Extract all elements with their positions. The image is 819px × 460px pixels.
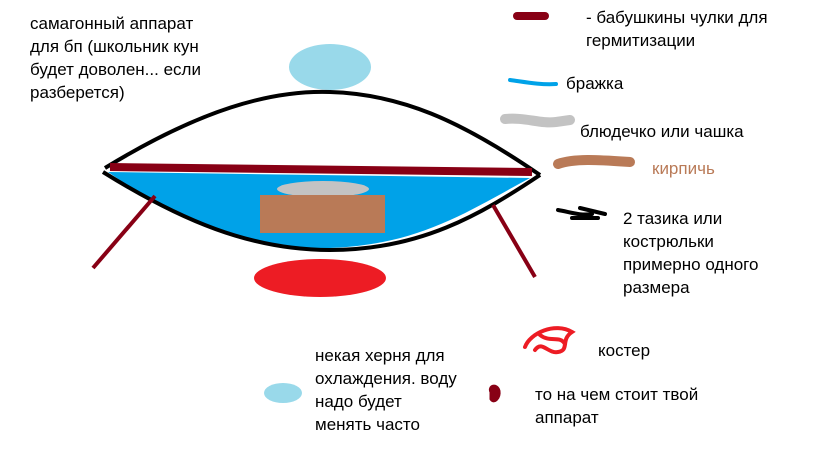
stand-leg-left bbox=[91, 194, 157, 270]
legend-saucer-label: блюдечко или чашка bbox=[580, 122, 744, 141]
legend-fire-label: костер bbox=[598, 341, 651, 360]
saucer-shape bbox=[277, 181, 369, 197]
legend-pots-label: 2 тазика или кострюльки примерно одного … bbox=[623, 209, 759, 297]
cooling-legend-icon bbox=[264, 383, 302, 403]
pots-legend-icon bbox=[556, 206, 607, 220]
brazhka-legend-icon bbox=[508, 78, 558, 87]
upper-pot-shape bbox=[103, 89, 542, 177]
fire-legend-icon bbox=[523, 326, 576, 355]
title-note: самагонный аппарат для бп (школьник кун … bbox=[30, 14, 201, 102]
legend-brazhka-label: бражка bbox=[566, 74, 624, 93]
brick-legend-icon bbox=[553, 155, 635, 169]
saucer-legend-icon bbox=[500, 113, 575, 128]
legend-stand-label: то на чем стоит твой аппарат bbox=[535, 385, 699, 427]
stockings-seal-shape bbox=[109, 163, 533, 176]
lower-pot-shape bbox=[101, 170, 542, 253]
cooling-water-shape bbox=[289, 44, 371, 90]
legend-brick-label: кирпичь bbox=[652, 159, 715, 178]
legend-cooling-label: некая херня для охлаждения. воду надо бу… bbox=[315, 346, 457, 434]
brick-shape bbox=[260, 195, 385, 233]
fire-shape bbox=[254, 259, 386, 297]
stand-leg-right bbox=[491, 203, 537, 279]
stand-legend-icon bbox=[488, 384, 501, 403]
legend-stockings-label: - бабушкины чулки для гермитизации bbox=[586, 8, 768, 50]
